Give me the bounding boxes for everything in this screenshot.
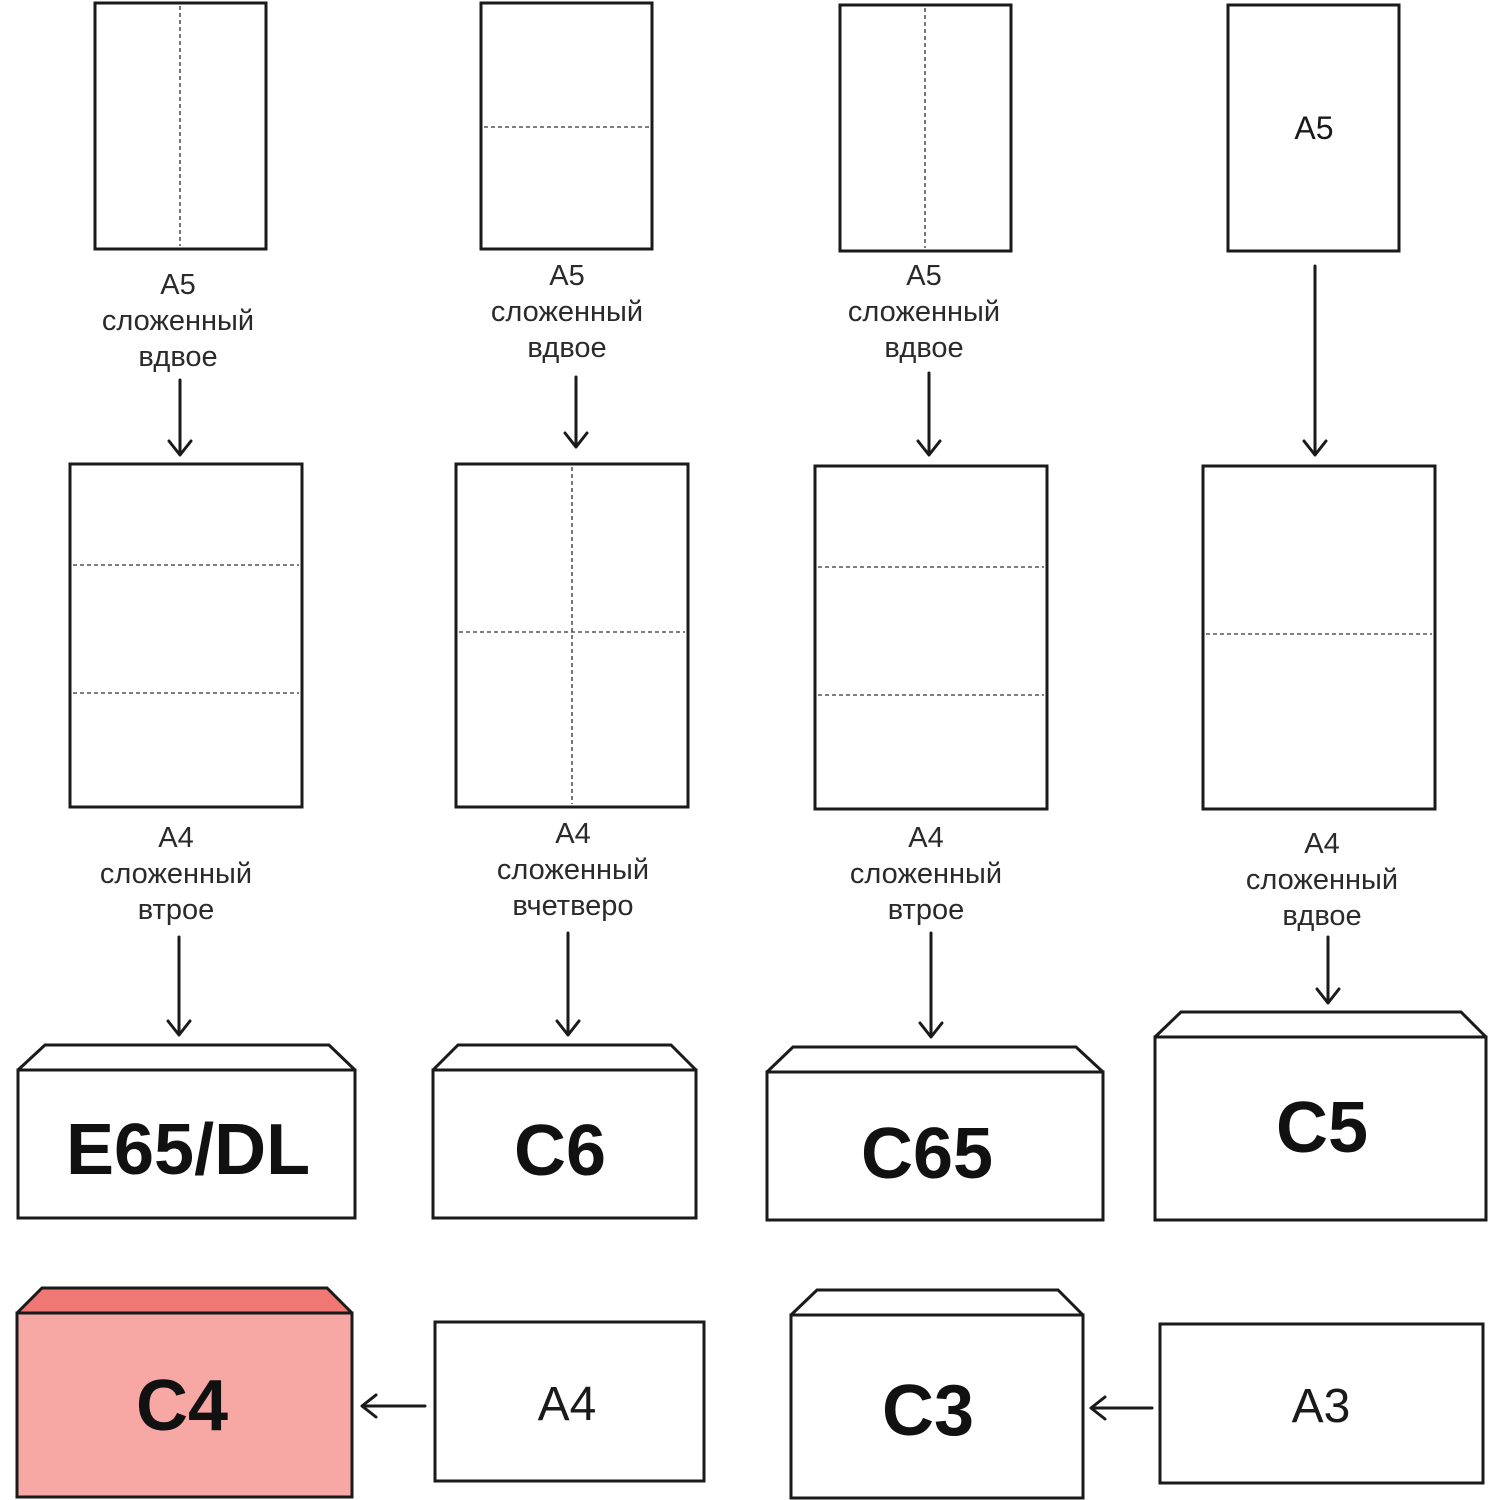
label-fold-type: втрое xyxy=(887,894,965,926)
label-folded: сложенный xyxy=(101,305,255,337)
label-folded: сложенный xyxy=(847,296,1001,328)
label-folded: сложенный xyxy=(1245,864,1399,896)
envelope-c4-body xyxy=(15,1311,354,1499)
envelope-c6: C6 xyxy=(431,1043,698,1220)
envelope-c4-label: C4 xyxy=(136,1366,228,1446)
label-folded: сложенный xyxy=(99,858,253,890)
label-folded: сложенный xyxy=(496,854,650,886)
arrow-down xyxy=(1315,935,1341,1005)
arrow-left xyxy=(360,1393,427,1419)
label-col3-a4: A4 сложенный втрое xyxy=(826,820,1026,928)
sheet-col3-top xyxy=(838,3,1013,253)
sheet-col2-mid xyxy=(454,462,690,809)
sheet-a3-label: A3 xyxy=(1292,1380,1351,1433)
envelope-c5-label: C5 xyxy=(1276,1088,1368,1168)
sheet-col4-top-label: A5 xyxy=(1294,110,1333,146)
label-size: A4 xyxy=(908,822,944,854)
label-fold-type: втрое xyxy=(137,894,215,926)
envelope-c4-flap xyxy=(15,1286,354,1315)
sheet-a4-label: A4 xyxy=(538,1378,597,1431)
envelope-c5: C5 xyxy=(1153,1010,1488,1222)
envelope-c6-label: C6 xyxy=(514,1111,606,1191)
arrow-down xyxy=(166,935,192,1037)
sheet-col1-mid xyxy=(68,462,304,809)
sheet-a4-landscape: A4 xyxy=(433,1320,706,1483)
label-size: A5 xyxy=(906,260,942,292)
label-col2-a5: A5 сложенный вдвое xyxy=(467,258,667,366)
arrow-down xyxy=(555,931,581,1037)
label-fold-type: вдвое xyxy=(138,341,218,373)
envelope-c65-label: C65 xyxy=(861,1114,993,1194)
label-size: A4 xyxy=(1304,828,1340,860)
label-fold-type: вчетверо xyxy=(512,890,634,922)
label-size: A4 xyxy=(158,822,194,854)
label-folded: сложенный xyxy=(490,296,644,328)
arrow-down xyxy=(1302,264,1328,457)
envelope-c3: C3 xyxy=(789,1288,1085,1500)
sheet-col4-top: A5 xyxy=(1226,3,1401,253)
envelope-e65-dl: E65/DL xyxy=(16,1043,357,1220)
sheet-col3-mid xyxy=(813,464,1049,811)
label-size: A5 xyxy=(549,260,585,292)
envelope-c3-label: C3 xyxy=(882,1371,974,1451)
label-fold-type: вдвое xyxy=(884,332,964,364)
sheet-a3-landscape: A3 xyxy=(1158,1322,1485,1485)
label-col4-a4: A4 сложенный вдвое xyxy=(1222,826,1422,934)
arrow-down xyxy=(167,378,193,457)
sheet-col1-top xyxy=(93,1,268,251)
arrow-down xyxy=(918,931,944,1039)
label-col2-a4: A4 сложенный вчетверо xyxy=(473,816,673,924)
envelope-c65: C65 xyxy=(765,1045,1105,1222)
arrow-left xyxy=(1089,1395,1154,1421)
label-col3-a5: A5 сложенный вдвое xyxy=(824,258,1024,366)
label-col1-a5: A5 сложенный вдвое xyxy=(78,267,278,375)
label-folded: сложенный xyxy=(849,858,1003,890)
label-size: A5 xyxy=(160,269,196,301)
envelope-c4: C4 xyxy=(15,1286,354,1499)
sheet-col2-top xyxy=(479,1,654,251)
sheet-col4-mid xyxy=(1201,464,1437,811)
label-fold-type: вдвое xyxy=(1282,900,1362,932)
label-size: A4 xyxy=(555,818,591,850)
arrow-down xyxy=(916,371,942,457)
arrow-down xyxy=(563,375,589,449)
envelope-e65-dl-label: E65/DL xyxy=(66,1110,310,1190)
label-fold-type: вдвое xyxy=(527,332,607,364)
label-col1-a4: A4 сложенный втрое xyxy=(76,820,276,928)
